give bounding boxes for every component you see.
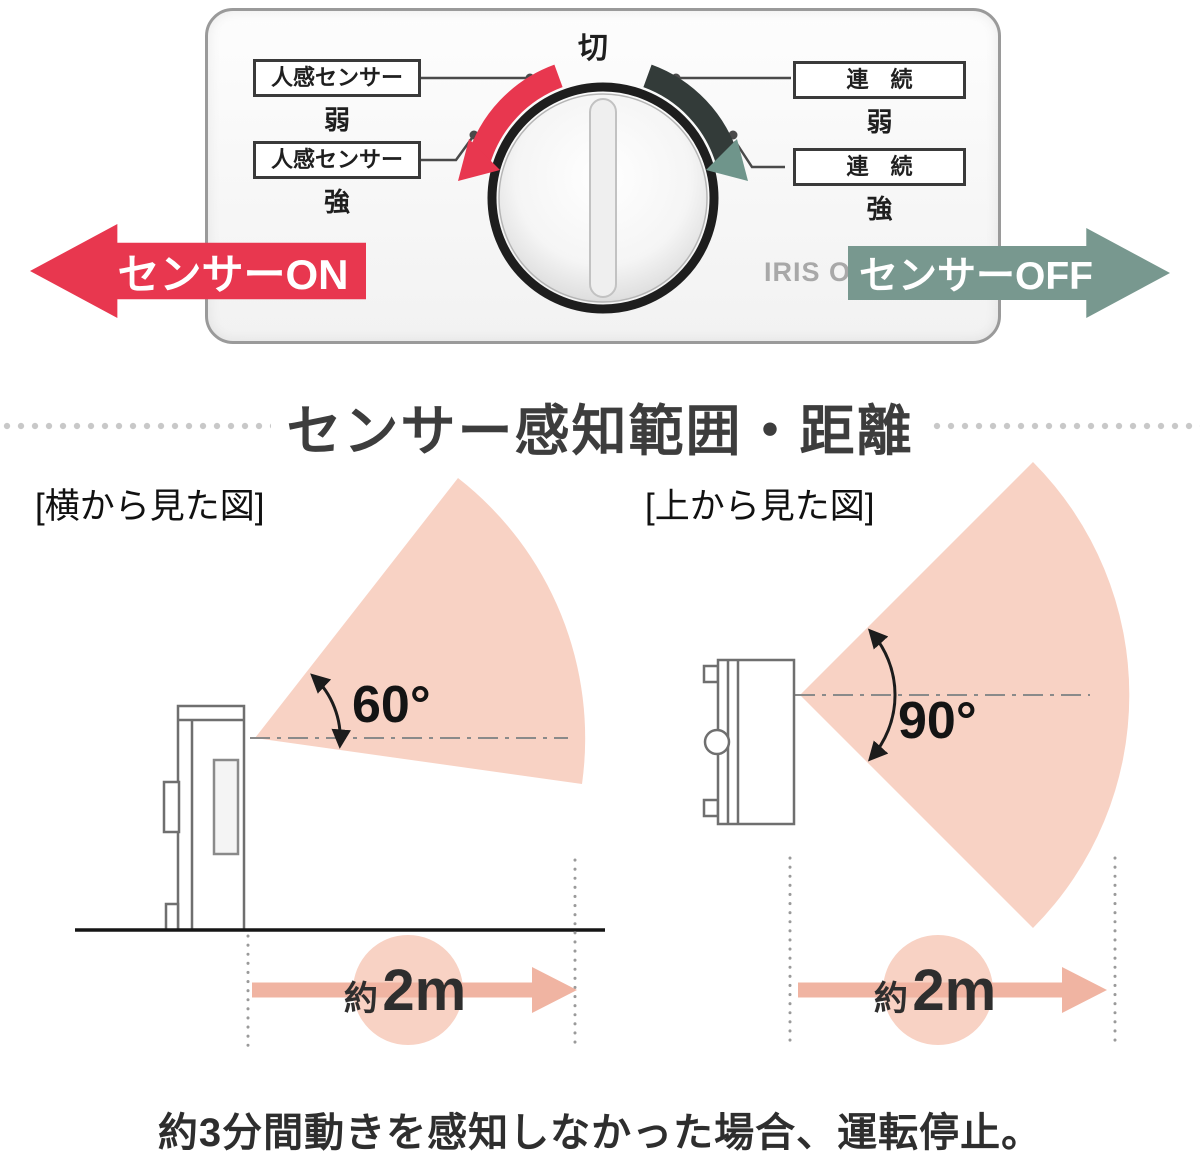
brand-logo: IRIS O [764, 257, 852, 287]
distance-label-top: 約 2m [874, 958, 996, 1023]
device-side-foot [164, 902, 180, 932]
label-sensor-strong-box: 人感センサー [253, 141, 421, 180]
label-continuous-strong-box: 連 続 [793, 148, 966, 187]
red-rotation-arrowhead [458, 139, 500, 181]
dial-ring [487, 82, 719, 314]
dotted-rule-right [929, 422, 1200, 430]
side-view-caption: [横から見た図] [35, 487, 265, 526]
dial-ridge [589, 98, 617, 298]
detection-range-diagrams: 60° 約 2m [75, 462, 1130, 1050]
label-continuous-strong-level: 強 [866, 194, 893, 225]
label-sensor-strong: 人感センサー 強 [253, 141, 421, 219]
top-angle-label: 90° [898, 692, 977, 750]
angle-arc-side [310, 673, 351, 749]
device-top-knob [703, 728, 731, 756]
distance-arrowhead-top [1062, 967, 1107, 1013]
distance-label-side: 約 2m [344, 958, 466, 1023]
dotted-rule-left [0, 422, 271, 430]
red-rotation-arrow [467, 64, 563, 164]
leader-line-sensor-strong [421, 137, 474, 162]
section-title-row: センサー感知範囲・距離 [0, 386, 1200, 466]
label-continuous-weak-box: 連 続 [793, 61, 966, 100]
side-angle-label: 60° [352, 676, 431, 734]
top-view-caption: [上から見た図] [645, 487, 875, 526]
dark-rotation-arrowhead [706, 139, 748, 181]
distance-arrowhead-side [532, 967, 577, 1013]
sensor-off-label: センサーOFF [859, 255, 1093, 298]
device-side-view [162, 704, 246, 932]
angle-arc-top [867, 628, 897, 762]
footer-note: 約3分間動きを感知しなかった場合、運転停止。 [157, 1111, 1043, 1155]
label-continuous-strong: 連 続 強 [793, 148, 966, 226]
guide-lines-side [246, 858, 577, 1050]
device-top-body [716, 658, 796, 826]
device-top-tab-lower [702, 798, 720, 818]
dark-rotation-arrow [643, 64, 739, 164]
label-continuous-weak: 連 続 弱 [793, 61, 966, 139]
device-top-view [702, 658, 796, 826]
label-sensor-strong-level: 強 [323, 187, 350, 218]
device-side-handle [162, 780, 181, 834]
device-top-tab-upper [702, 664, 720, 684]
section-title: センサー感知範囲・距離 [286, 400, 914, 462]
label-sensor-weak: 人感センサー 弱 [253, 59, 421, 137]
sensor-on-label: センサーON [117, 250, 349, 298]
label-sensor-weak-level: 弱 [323, 105, 350, 136]
dial-position-off: 切 [578, 32, 608, 65]
side-view-diagram: 60° 約 2m [75, 478, 605, 1050]
device-side-sensor-window [212, 758, 240, 856]
top-view-diagram: 90° 約 2m [702, 462, 1130, 1050]
label-continuous-weak-level: 弱 [866, 107, 893, 138]
dial-graphic [421, 64, 791, 314]
leader-line-cont-strong [733, 140, 785, 169]
label-sensor-weak-box: 人感センサー [253, 59, 421, 98]
leader-lines [421, 76, 791, 169]
